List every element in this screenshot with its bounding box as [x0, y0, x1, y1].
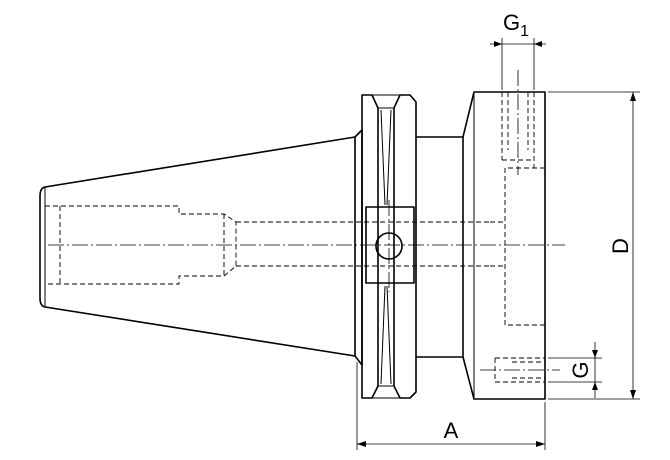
dimension-a: A	[356, 362, 546, 450]
centre-lines	[48, 70, 565, 371]
dimension-g: G	[548, 342, 602, 398]
g-label: G	[568, 361, 593, 378]
neck	[416, 136, 463, 358]
flange-collar	[354, 94, 417, 399]
taper-shank	[39, 136, 356, 357]
d-label: D	[608, 238, 633, 254]
holder-head	[462, 91, 546, 400]
hidden-bores	[45, 92, 545, 383]
g1-label: G1	[503, 10, 529, 40]
dimension-d: D	[548, 91, 640, 400]
dimension-g1: G1	[490, 10, 546, 90]
a-label: A	[444, 418, 459, 443]
